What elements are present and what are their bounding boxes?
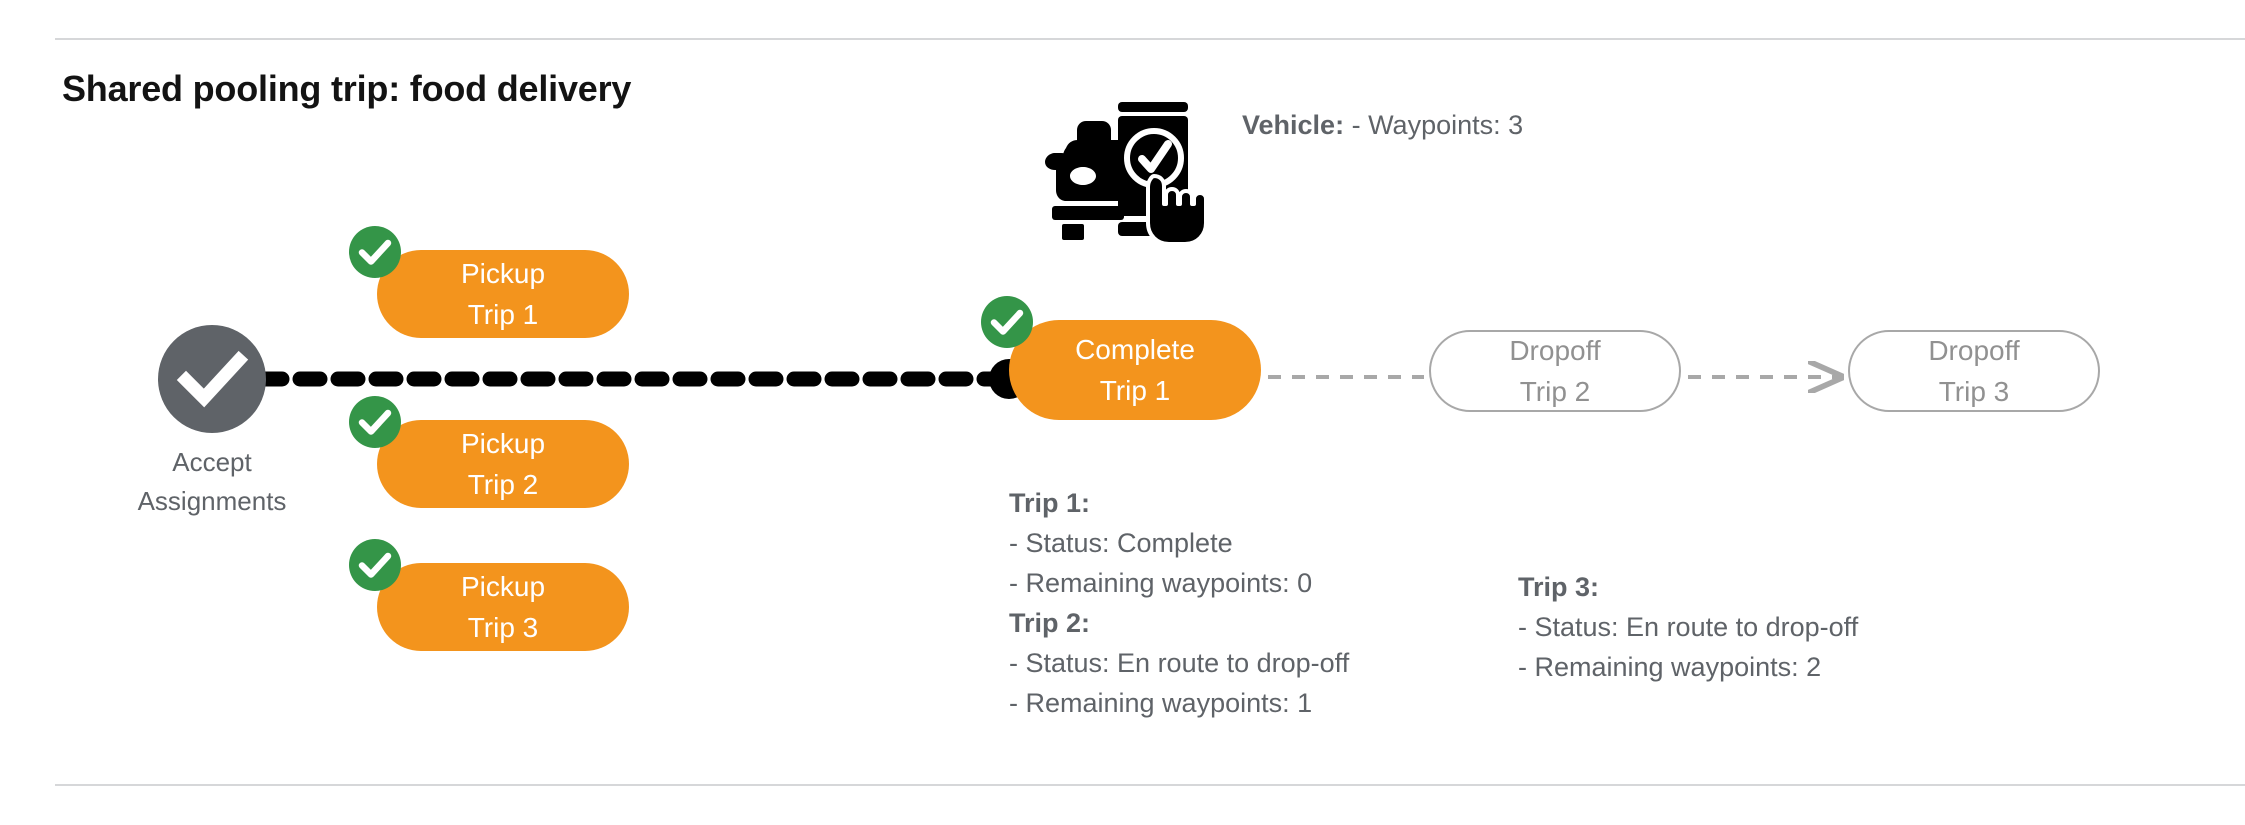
- vehicle-heading: Vehicle:: [1242, 110, 1345, 140]
- trip-1-status: - Status: Complete: [1009, 528, 1233, 558]
- node-label-line1: Dropoff: [1928, 335, 2020, 366]
- node-label-line1: Dropoff: [1509, 335, 1601, 366]
- node-label-line2: Trip 3: [467, 612, 539, 643]
- trip-3-remaining-waypoints: - Remaining waypoints: 2: [1518, 652, 1822, 682]
- accept-label-line2: Assignments: [137, 486, 287, 516]
- node-label-line1: Pickup: [460, 428, 546, 459]
- check-badge-green-icon: [349, 226, 401, 278]
- node-pickup-trip-1[interactable]: Pickup Trip 1: [349, 226, 629, 338]
- accept-assignments-node[interactable]: Accept Assignments: [138, 325, 286, 516]
- node-label-line2: Trip 3: [1938, 376, 2010, 407]
- vehicle-waypoints: - Waypoints: 3: [1351, 110, 1524, 140]
- trip-1-heading: Trip 1:: [1009, 488, 1091, 518]
- trip-3-heading: Trip 3:: [1518, 572, 1600, 602]
- node-label-line1: Pickup: [460, 571, 546, 602]
- node-label-line2: Trip 2: [1519, 376, 1591, 407]
- node-label-line2: Trip 1: [1099, 375, 1171, 406]
- node-dropoff-trip-3[interactable]: Dropoff Trip 3: [1848, 330, 2100, 412]
- trip-details-right: Trip 3: - Status: En route to drop-off -…: [1518, 567, 1858, 687]
- node-label-line2: Trip 2: [467, 469, 539, 500]
- trip-details-left: Trip 1: - Status: Complete - Remaining w…: [1009, 483, 1349, 723]
- bottom-divider: [55, 784, 2245, 786]
- accept-label-line1: Accept: [172, 447, 252, 477]
- accept-assignments-label: Accept Assignments: [98, 443, 326, 521]
- trip-1-remaining-waypoints: - Remaining waypoints: 0: [1009, 568, 1313, 598]
- trip-2-heading: Trip 2:: [1009, 608, 1091, 638]
- node-pickup-trip-2[interactable]: Pickup Trip 2: [349, 396, 629, 508]
- trip-2-status: - Status: En route to drop-off: [1009, 648, 1350, 678]
- vehicle-summary: Vehicle: - Waypoints: 3: [1242, 105, 1523, 145]
- top-divider: [55, 38, 2245, 40]
- node-label-line1: Complete: [1075, 334, 1195, 365]
- node-complete-trip-1[interactable]: Complete Trip 1: [981, 296, 1261, 420]
- trip-3-status: - Status: En route to drop-off: [1518, 612, 1859, 642]
- trip-2-remaining-waypoints: - Remaining waypoints: 1: [1009, 688, 1313, 718]
- node-label-line2: Trip 1: [467, 299, 539, 330]
- check-badge-green-icon: [349, 396, 401, 448]
- check-badge-green-icon: [981, 296, 1033, 348]
- car-phone-check-hand-icon: [1032, 88, 1212, 248]
- node-dropoff-trip-2[interactable]: Dropoff Trip 2: [1429, 330, 1681, 412]
- node-label-line1: Pickup: [460, 258, 546, 289]
- page-title: Shared pooling trip: food delivery: [62, 68, 632, 109]
- check-circle-gray-icon: [158, 325, 266, 433]
- node-pickup-trip-3[interactable]: Pickup Trip 3: [349, 539, 629, 651]
- check-badge-green-icon: [349, 539, 401, 591]
